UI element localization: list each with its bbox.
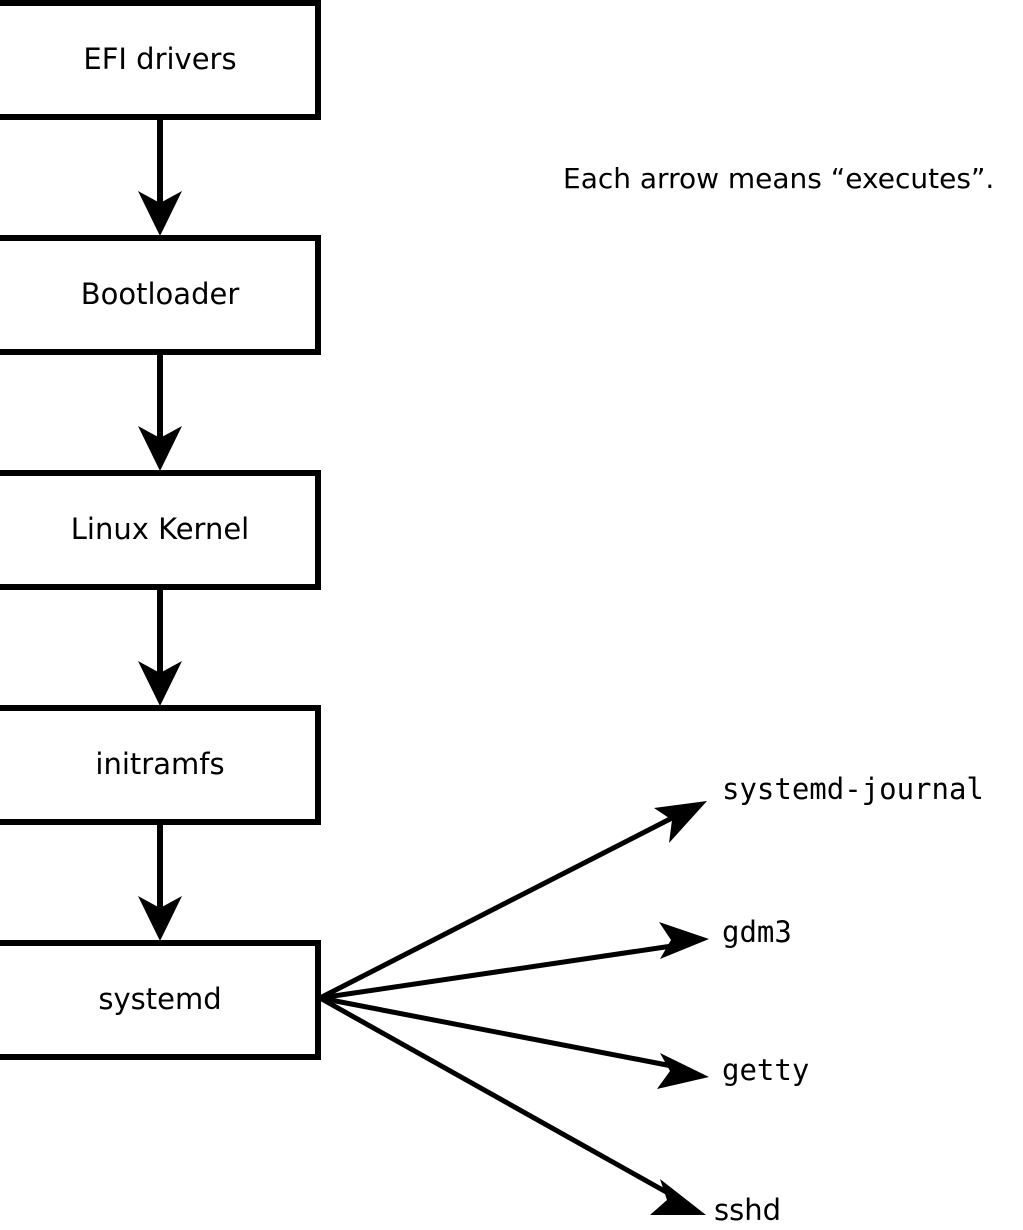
chain-edge-kernel-to-initramfs [138, 587, 182, 706]
node-initramfs[interactable]: initramfs [0, 705, 321, 825]
node-box [0, 705, 321, 825]
node-box [0, 235, 321, 355]
legend-text: Each arrow means “executes”. [563, 162, 994, 195]
node-box [0, 0, 321, 120]
node-efi-drivers[interactable]: EFI drivers [0, 0, 321, 120]
node-label: initramfs [95, 747, 224, 781]
node-box [0, 940, 321, 1060]
chain-edge-initramfs-to-systemd [138, 822, 182, 941]
node-label: systemd [98, 982, 221, 1016]
service-edge-systemd-journal [318, 801, 707, 1001]
service-edge-gdm3 [319, 922, 709, 1001]
node-linux-kernel[interactable]: Linux Kernel [0, 470, 321, 590]
chain-edge-efi-to-bootloader [138, 117, 182, 236]
service-edge-getty [319, 995, 709, 1089]
service-label-gdm3[interactable]: gdm3 [722, 915, 792, 949]
node-systemd[interactable]: systemd [0, 940, 321, 1060]
node-box [0, 470, 321, 590]
service-label-sshd[interactable]: sshd [714, 1193, 781, 1227]
node-label: EFI drivers [83, 42, 236, 76]
node-bootloader[interactable]: Bootloader [0, 235, 321, 355]
service-edge-sshd [318, 995, 706, 1215]
node-label: Bootloader [81, 277, 240, 311]
service-label-getty[interactable]: getty [722, 1053, 809, 1087]
service-label-systemd-journal[interactable]: systemd-journal [722, 772, 984, 806]
node-label: Linux Kernel [71, 512, 249, 546]
chain-edge-bootloader-to-kernel [138, 352, 182, 471]
